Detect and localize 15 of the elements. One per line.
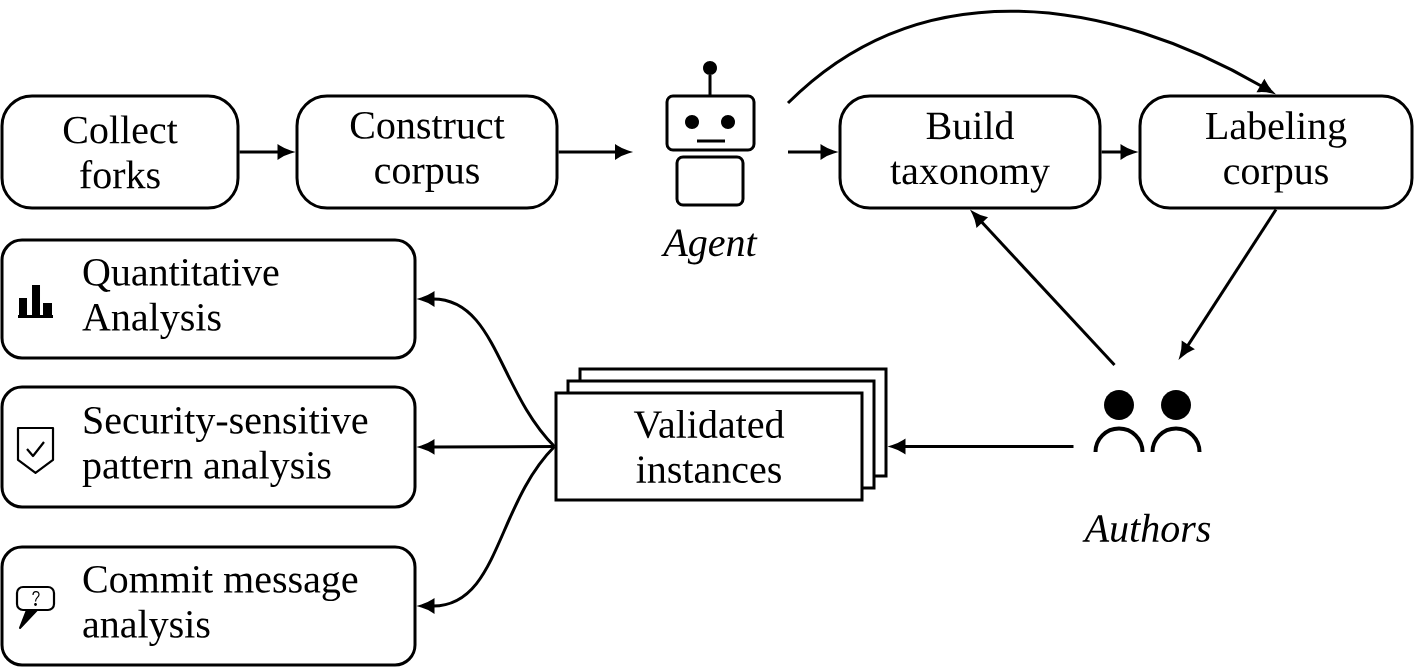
rounded-box: Collect forks: [0, 94, 240, 210]
arrow: [972, 211, 1116, 366]
node-label: Agent: [661, 229, 758, 265]
rounded-box: Security-sensitive pattern analysis: [0, 385, 417, 509]
rounded-box: Commit message analysis: [0, 545, 417, 667]
arrow: [558, 145, 630, 159]
document-stack: Validated instances: [554, 367, 888, 502]
rounded-box: Labeling corpus: [1138, 94, 1414, 210]
arrow: [787, 9, 1273, 105]
arrow: [1179, 208, 1278, 358]
rounded-box: Construct corpus: [295, 94, 559, 210]
node-label: Authors: [1082, 513, 1211, 543]
arrow: [420, 445, 556, 613]
rounded-box: Quantitative Analysis: [0, 238, 417, 360]
rounded-box: Build taxonomy: [838, 94, 1102, 210]
